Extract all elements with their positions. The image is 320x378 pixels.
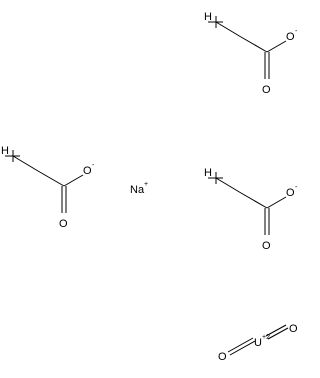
acetate-molecule-1: H O - O — [204, 11, 298, 96]
oxygen-label: O — [286, 187, 295, 199]
oxygen-label: O — [262, 84, 271, 96]
acetate-molecule-3: H O - O — [204, 167, 298, 252]
uranium-charge: +2 — [262, 334, 270, 341]
uranyl-oxygen-left: O — [218, 351, 227, 363]
o-u-double-bond-a — [227, 337, 254, 353]
o-u-double-bond-b — [229, 340, 256, 356]
c-c-bond — [37, 170, 65, 187]
hydrogen-label: H — [204, 167, 212, 179]
c-c-bond — [240, 36, 268, 53]
oxygen-label: O — [286, 31, 295, 43]
c-c-bond — [215, 21, 242, 38]
sodium-ion: Na + — [130, 181, 148, 196]
sodium-symbol: Na — [130, 184, 145, 196]
u-o-double-bond-a — [265, 324, 287, 337]
c-o-single-bond — [266, 196, 287, 209]
uranyl-ion: O U +2 O — [218, 323, 298, 363]
c-o-single-bond — [266, 40, 287, 53]
uranium-symbol: U — [254, 337, 262, 349]
oxygen-label: O — [262, 240, 271, 252]
u-o-double-bond-b — [267, 327, 289, 340]
sodium-charge: + — [144, 181, 148, 188]
uranyl-oxygen-right: O — [289, 323, 298, 335]
c-c-bond — [240, 192, 268, 209]
oxygen-label: O — [59, 218, 68, 230]
c-c-bond — [215, 177, 242, 194]
oxygen-label: O — [83, 165, 92, 177]
charge-label: - — [295, 184, 298, 191]
charge-label: - — [295, 28, 298, 35]
charge-label: - — [92, 162, 95, 169]
c-c-bond — [12, 155, 39, 172]
acetate-molecule-2: H O - O — [1, 145, 95, 230]
hydrogen-label: H — [204, 11, 212, 23]
c-o-single-bond — [63, 174, 84, 187]
hydrogen-label: H — [1, 145, 9, 157]
